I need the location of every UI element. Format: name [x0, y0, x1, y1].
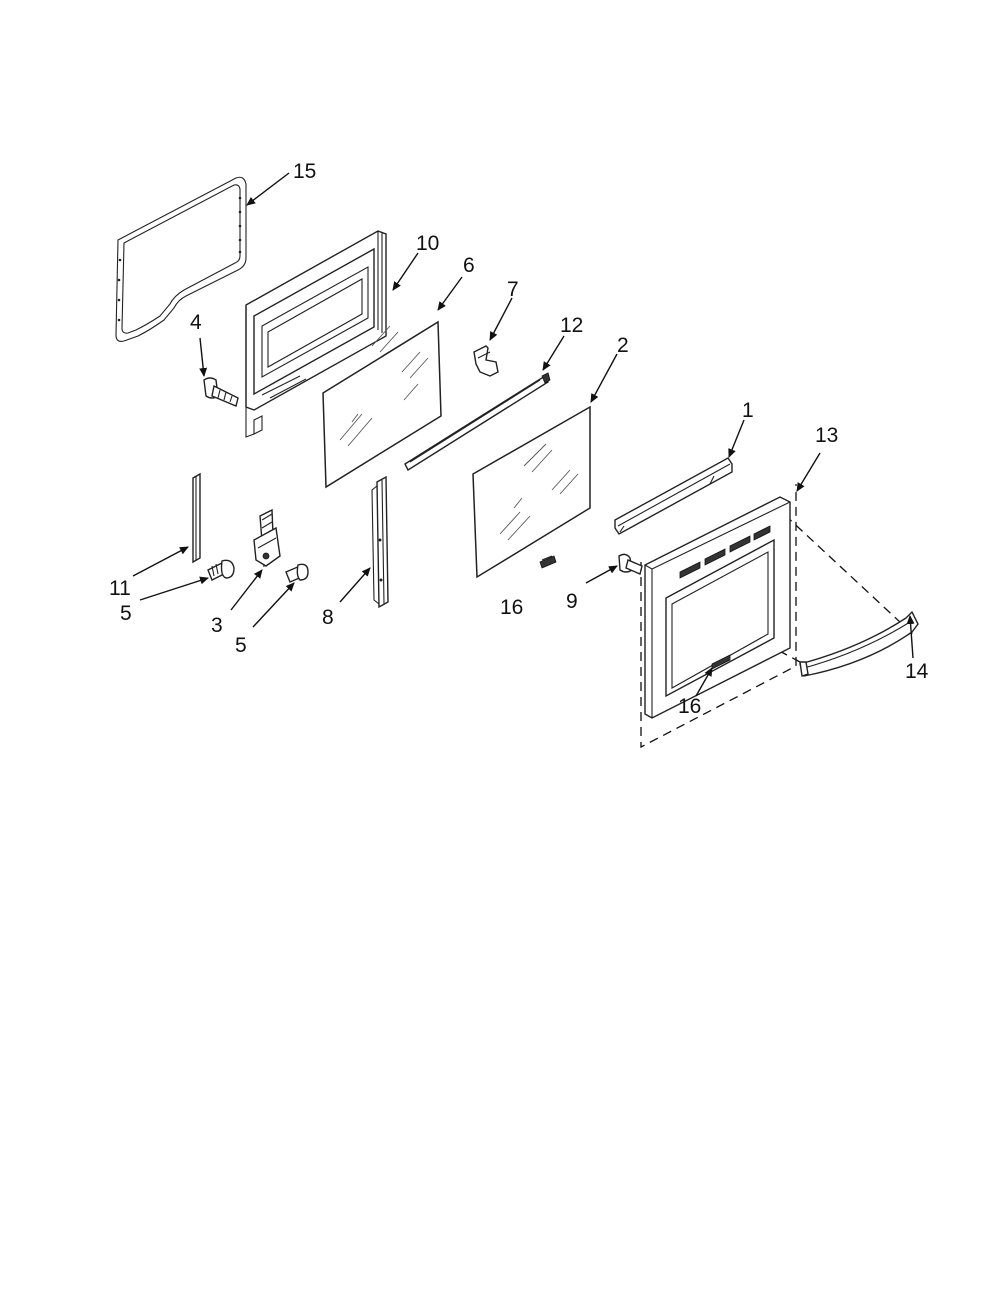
leader-lines	[132, 172, 915, 697]
vent-strip-part	[192, 472, 201, 564]
door-side-channel-part	[371, 475, 389, 609]
callout-5b: 5	[235, 634, 247, 657]
outer-door-panel-part	[644, 496, 791, 719]
callout-14: 14	[905, 660, 929, 683]
callout-11: 11	[109, 577, 131, 600]
callout-9: 9	[566, 590, 578, 613]
handle-screw-part	[618, 553, 643, 575]
door-hinge-part	[253, 508, 281, 568]
callout-4: 4	[190, 311, 202, 334]
callout-labels: 15 10 6 7 12 2 4 1 13 11 5 3 5 8 16 9 14…	[109, 160, 929, 718]
inner-door-panel-part	[245, 230, 387, 438]
callout-2: 2	[617, 334, 629, 357]
door-trim-part	[614, 457, 733, 535]
hinge-screw-part	[207, 559, 235, 581]
callout-7: 7	[507, 278, 519, 301]
callout-13: 13	[815, 424, 838, 447]
door-screw-part	[203, 377, 239, 407]
glass-support-strip-part	[404, 372, 551, 472]
callout-15: 15	[293, 160, 316, 183]
vent-insert-part	[539, 555, 557, 569]
door-handle-part	[799, 610, 919, 677]
callout-16a: 16	[500, 596, 523, 619]
hinge-screw-part-2	[285, 563, 309, 583]
callout-1: 1	[742, 399, 754, 422]
callout-6: 6	[463, 254, 475, 277]
callout-5a: 5	[120, 602, 132, 625]
outer-glass-part	[472, 405, 591, 579]
callout-12: 12	[560, 314, 583, 337]
callout-16b: 16	[678, 695, 701, 718]
glass-clip-part	[473, 345, 499, 377]
door-gasket-part	[115, 176, 247, 342]
inner-glass-part	[322, 320, 442, 489]
callout-10: 10	[416, 232, 439, 255]
callout-8: 8	[322, 606, 334, 629]
callout-3: 3	[211, 614, 223, 637]
